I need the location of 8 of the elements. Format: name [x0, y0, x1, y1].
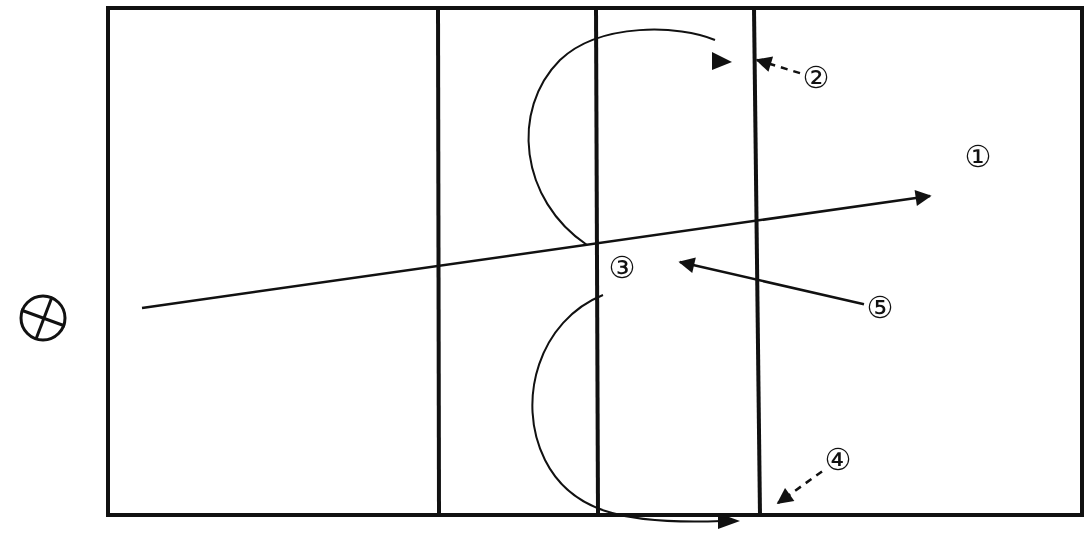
callout-number: ④ [822, 444, 854, 476]
callout-number: ① [962, 141, 994, 173]
callout-number: ② [800, 62, 832, 94]
leader-arrow [755, 56, 801, 75]
callout-number: ③ [606, 252, 638, 284]
leader-arrow [776, 470, 823, 504]
callout-number: ⑤ [864, 292, 896, 324]
leader-arrow [678, 257, 865, 306]
